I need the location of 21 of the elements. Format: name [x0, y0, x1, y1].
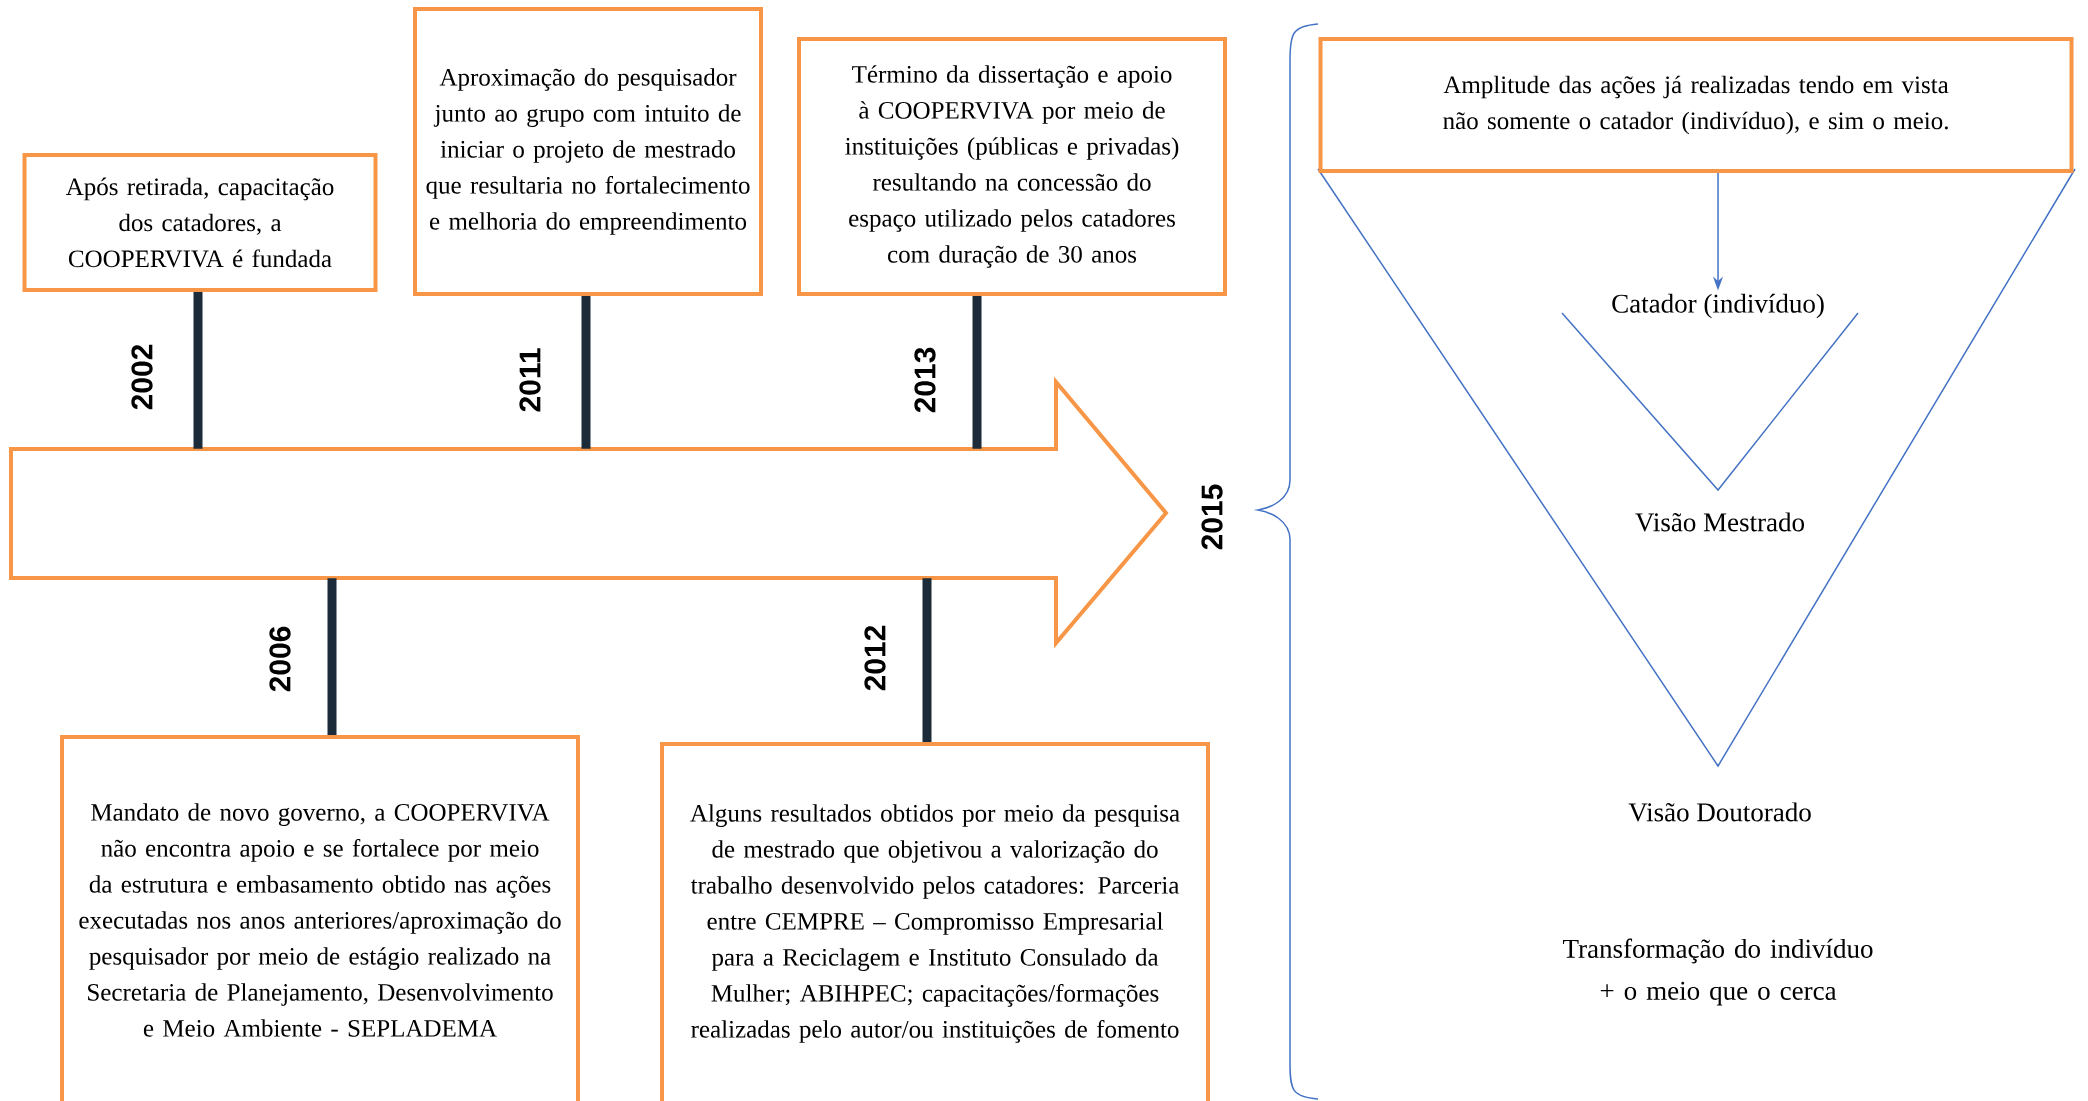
year-label: 2013 — [914, 347, 936, 413]
text-box: Alguns resultados obtidos por meio da pesquisa de mestrado que objetivou a valorização do trabalho desenvolvido pelos catadores: Parceria entre CEMPRE – Compromisso Empresarial para a Reciclagem e Instituto Consulado da Mulher; ABIHPEC; capacitações/formações realizadas pelo autor/ou instituições de fomento — [660, 742, 1210, 1101]
connector — [972, 296, 982, 449]
text-box: Aproximação do pesquisador junto ao grupo com intuito de iniciar o projeto de mestrado que resultaria no fortalecimento e melhoria do empreendimento — [413, 7, 763, 296]
connector — [193, 292, 203, 449]
year-label: 2002 — [131, 344, 153, 410]
text-box: Término da dissertação e apoio à COOPERVIVA por meio de instituições (públicas e privadas) resultando na concessão do espaço utilizado pelos catadores com duração de 30 anos — [797, 37, 1227, 296]
stage-label: Visão Doutorado — [1628, 802, 1811, 822]
stage-label: Catador (indivíduo) — [1612, 293, 1824, 319]
text-box: Amplitude das ações já realizadas tendo em vista não somente o catador (indivíduo), e sim o meio. — [1318, 37, 2074, 173]
connector — [581, 296, 591, 449]
stage-label: Visão Mestrado — [1635, 512, 1804, 532]
connector — [922, 578, 932, 742]
year-label: 2006 — [269, 626, 291, 692]
year-label: 2012 — [864, 625, 886, 691]
text-box: Após retirada, capacitação dos catadores, a COOPERVIVA é fundada — [22, 153, 378, 292]
year-label: 2015 — [1201, 484, 1223, 550]
year-label: 2011 — [519, 348, 541, 412]
connector — [327, 578, 337, 735]
note-text: Transformação do indivíduo + o meio que o cerca — [1563, 938, 1873, 1006]
text-box: Mandato de novo governo, a COOPERVIVA não encontra apoio e se fortalece por meio da estrutura e embasamento obtido nas ações executadas nos anos anteriores/aproximação do pesquisador por meio de estágio realizado na Secretaria de Planejamento, Desenvolvimento e Meio Ambiente - SEPLADEMA — [60, 735, 580, 1101]
